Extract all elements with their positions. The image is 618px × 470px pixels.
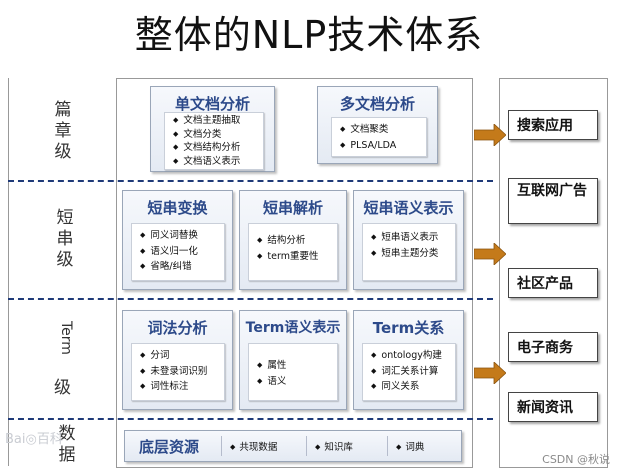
box-items: 文档聚类 PLSA/LDA xyxy=(331,117,427,157)
box-items: 同义词替换 语义归一化 省略/纠错 xyxy=(131,223,225,281)
box-phrase-transform: 短串变换 同义词替换 语义归一化 省略/纠错 xyxy=(122,190,233,290)
list-item: 同义词替换 xyxy=(140,228,224,244)
box-multi-document-analysis: 多文档分析 文档聚类 PLSA/LDA xyxy=(317,86,438,164)
box-phrase-parse: 短串解析 结构分析 term重要性 xyxy=(239,190,347,290)
list-item: 文档结构分析 xyxy=(173,141,263,155)
box-term-relation: Term关系 ontology构建 词汇关系计算 同义关系 xyxy=(353,310,464,410)
box-single-document-analysis: 单文档分析 文档主题抽取 文档分类 文档结构分析 文档语义表示 xyxy=(150,86,275,172)
app-community: 社区产品 xyxy=(508,268,598,298)
list-item: 文档主题抽取 xyxy=(173,114,263,128)
list-item: 语义 xyxy=(257,374,337,390)
level-label-document: 篇章级 xyxy=(54,100,72,162)
list-item: 词性标注 xyxy=(140,379,224,395)
separator xyxy=(221,436,222,456)
list-item: 未登录词识别 xyxy=(140,364,224,380)
list-item: 结构分析 xyxy=(257,233,337,249)
list-item: 语义归一化 xyxy=(140,244,224,260)
list-item: 文档聚类 xyxy=(340,122,426,138)
arrow-right-icon xyxy=(474,362,506,384)
box-items: 结构分析 term重要性 xyxy=(248,223,338,281)
box-items: 短串语义表示 短串主题分类 xyxy=(362,223,456,281)
box-items: 文档主题抽取 文档分类 文档结构分析 文档语义表示 xyxy=(164,112,264,170)
box-title: Term语义表示 xyxy=(245,320,341,336)
box-title: 单文档分析 xyxy=(174,95,250,113)
divider-dashed xyxy=(8,180,493,182)
list-item: 词汇关系计算 xyxy=(371,364,455,380)
list-item: 省略/纠错 xyxy=(140,259,224,275)
box-title: 短串变换 xyxy=(147,199,208,217)
list-item: PLSA/LDA xyxy=(340,138,426,154)
arrow-right-icon xyxy=(474,124,506,146)
divider-dashed xyxy=(8,298,493,300)
box-title: 词法分析 xyxy=(147,319,208,337)
box-term-semantic: Term语义表示 属性 语义 xyxy=(239,310,347,410)
list-item: 文档语义表示 xyxy=(173,155,263,169)
list-item: 同义关系 xyxy=(371,379,455,395)
level-label-phrase: 短串级 xyxy=(56,208,74,270)
level-label-term-word: Term xyxy=(58,321,74,355)
list-item: 知识库 xyxy=(315,439,387,453)
list-item: 短串语义表示 xyxy=(371,230,455,246)
level-label-term-char: 级 xyxy=(54,378,71,398)
box-title: 短串解析 xyxy=(262,199,323,217)
box-items: 分词 未登录词识别 词性标注 xyxy=(131,343,225,401)
watermark: Bai◎百科 xyxy=(5,432,63,447)
box-phrase-semantic: 短串语义表示 短串语义表示 短串主题分类 xyxy=(353,190,464,290)
level-label-data: 数据 xyxy=(58,424,76,465)
separator xyxy=(387,436,388,456)
box-title: Term关系 xyxy=(372,319,445,337)
box-title: 多文档分析 xyxy=(339,95,415,113)
box-items: ontology构建 词汇关系计算 同义关系 xyxy=(362,343,456,401)
app-news: 新闻资讯 xyxy=(508,392,598,422)
box-title: 底层资源 xyxy=(139,437,200,456)
divider-dashed xyxy=(8,418,493,420)
app-search: 搜索应用 xyxy=(508,110,598,140)
box-lexical-analysis: 词法分析 分词 未登录词识别 词性标注 xyxy=(122,310,233,410)
list-item: 共现数据 xyxy=(230,439,306,453)
left-border-line xyxy=(8,78,9,466)
box-base-resources: 底层资源 共现数据 知识库 词典 xyxy=(124,430,462,462)
box-title: 短串语义表示 xyxy=(363,199,454,217)
arrow-right-icon xyxy=(474,243,506,265)
list-item: 属性 xyxy=(257,358,337,374)
list-item: 词典 xyxy=(396,439,424,453)
list-item: term重要性 xyxy=(257,249,337,265)
list-item: 文档分类 xyxy=(173,128,263,142)
credit-text: CSDN @秋说 xyxy=(542,453,610,466)
list-item: 分词 xyxy=(140,348,224,364)
app-ecommerce: 电子商务 xyxy=(508,332,598,362)
list-item: ontology构建 xyxy=(371,348,455,364)
list-item: 短串主题分类 xyxy=(371,246,455,262)
box-items: 属性 语义 xyxy=(248,343,338,401)
app-internet-ads: 互联网广告 xyxy=(508,178,598,224)
page-title: 整体的NLP技术体系 xyxy=(134,13,484,57)
level-label-term: Term 级 xyxy=(54,321,78,398)
separator xyxy=(306,436,307,456)
